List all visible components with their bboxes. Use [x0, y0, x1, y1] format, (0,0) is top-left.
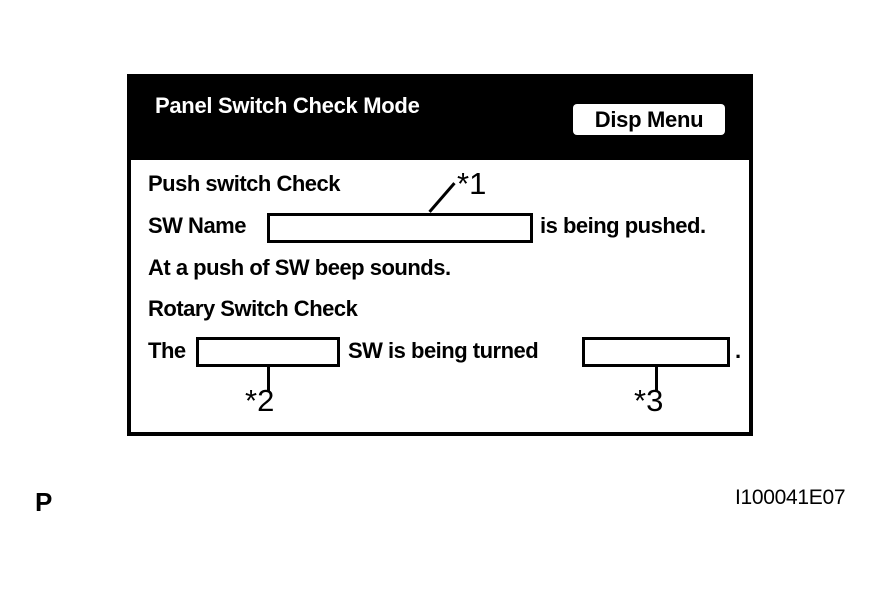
push-switch-check-heading: Push switch Check: [148, 171, 341, 196]
rotary-prefix-text: The: [148, 338, 186, 363]
callout-3-line: [655, 367, 658, 391]
sw-name-label: SW Name: [148, 213, 246, 238]
callout-3-label: *3: [634, 383, 664, 418]
callout-1-line: [428, 182, 456, 213]
disp-menu-button[interactable]: Disp Menu: [573, 104, 725, 135]
screen-title: Panel Switch Check Mode: [155, 93, 420, 118]
callout-2-line: [267, 367, 270, 391]
callout-2-label: *2: [245, 383, 275, 418]
rotary-middle-text: SW is being turned: [348, 338, 539, 363]
page-letter: P: [35, 487, 53, 517]
screen-header: Panel Switch Check Mode Disp Menu: [127, 74, 753, 160]
rotary-suffix-text: .: [735, 338, 741, 363]
callout-1-label: *1: [457, 166, 487, 201]
beep-note-text: At a push of SW beep sounds.: [148, 255, 451, 280]
pushed-suffix-text: is being pushed.: [540, 213, 706, 238]
device-screen: Panel Switch Check Mode Disp Menu Push s…: [127, 74, 753, 436]
rotary-direction-value-box: [582, 337, 730, 367]
sw-name-value-box: [267, 213, 533, 243]
screen-body: Push switch Check *1 SW Name is being pu…: [131, 160, 749, 432]
figure-id: I100041E07: [735, 486, 846, 509]
rotary-switch-check-heading: Rotary Switch Check: [148, 296, 358, 321]
rotary-sw-value-box: [196, 337, 340, 367]
